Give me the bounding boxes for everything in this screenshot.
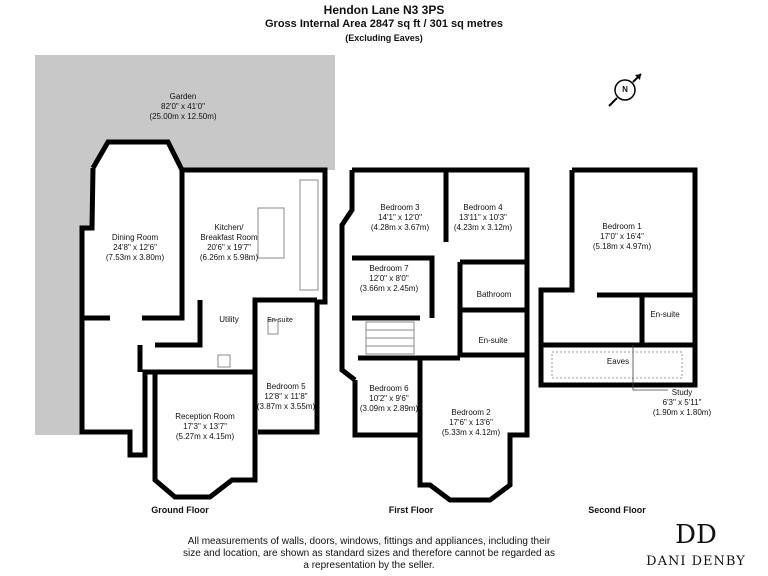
room-ensuite-second: En-suite	[650, 310, 680, 319]
compass-icon	[608, 73, 642, 107]
area-subtitle: Gross Internal Area 2847 sq ft / 301 sq …	[264, 18, 504, 30]
room-bathroom: Bathroom	[476, 290, 512, 299]
area-note: (Excluding Eaves)	[345, 33, 423, 43]
ground-floor-fixtures	[217, 179, 319, 368]
first-floor-walls	[339, 167, 530, 503]
stairs	[365, 321, 415, 355]
floor-label-first: First Floor	[388, 505, 434, 515]
room-ensuite-first: En-suite	[478, 336, 508, 345]
brand-name: DANI DENBY	[646, 554, 746, 569]
brand-monogram: DD	[675, 520, 717, 550]
study-leader-line	[632, 345, 668, 391]
room-utility: Utility	[219, 315, 239, 324]
eaves-outline	[551, 351, 683, 379]
ground-floor-walls	[79, 139, 328, 500]
room-ensuite-ground: En-suite	[267, 317, 293, 324]
address-title: Hendon Lane N3 3PS	[323, 3, 445, 17]
floor-label-second: Second Floor	[588, 505, 646, 515]
compass-label: N	[622, 85, 628, 94]
garden-area	[35, 55, 335, 435]
room-eaves: Eaves	[606, 357, 630, 366]
second-floor-walls	[538, 167, 698, 388]
floor-label-ground: Ground Floor	[151, 505, 209, 515]
disclaimer: All measurements of walls, doors, window…	[183, 536, 555, 571]
